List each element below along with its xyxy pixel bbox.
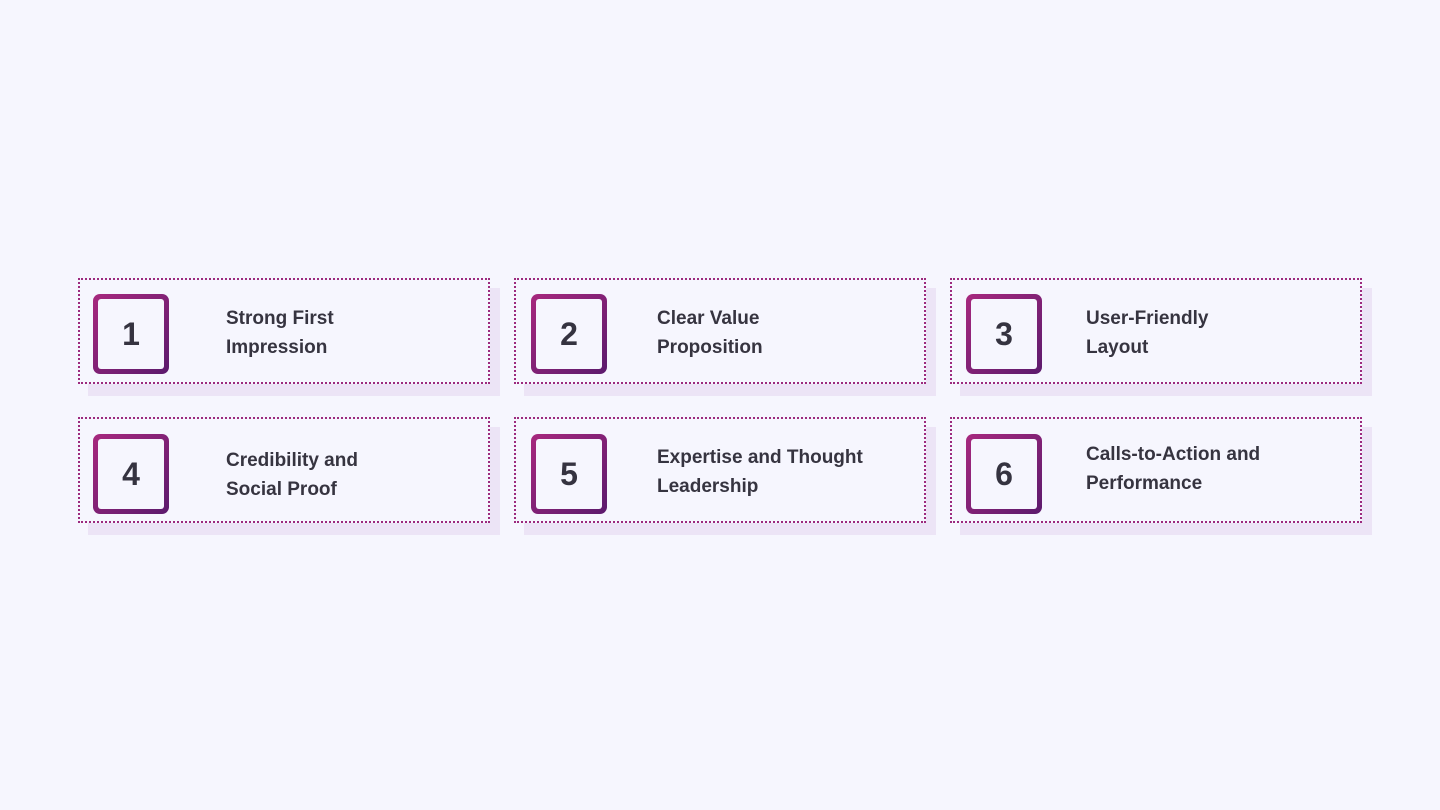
number-badge: 3 [966,294,1042,374]
step-label: Calls-to-Action and Performance [1086,444,1261,494]
step-number: 1 [98,299,164,369]
card-frame: 2 Clear Value Proposition [514,278,926,384]
step-number: 5 [536,439,602,509]
number-badge: 5 [531,434,607,514]
card-frame: 1 Strong First Impression [78,278,490,384]
number-badge: 1 [93,294,169,374]
step-card-2: 2 Clear Value Proposition [514,278,936,396]
step-number: 4 [98,439,164,509]
step-number: 6 [971,439,1037,509]
step-label: Expertise and Thought Leadership [657,447,863,497]
number-badge: 6 [966,434,1042,514]
step-number: 2 [536,299,602,369]
number-badge: 4 [93,434,169,514]
number-badge: 2 [531,294,607,374]
step-card-4: 4 Credibility and Social Proof [78,417,500,535]
card-frame: 6 Calls-to-Action and Performance [950,417,1362,523]
step-card-1: 1 Strong First Impression [78,278,500,396]
card-frame: 3 User-Friendly Layout [950,278,1362,384]
step-card-3: 3 User-Friendly Layout [950,278,1372,396]
step-card-6: 6 Calls-to-Action and Performance [950,417,1372,535]
step-label: Strong First Impression [226,308,334,358]
card-frame: 4 Credibility and Social Proof [78,417,490,523]
step-label: Credibility and Social Proof [226,450,358,500]
step-number: 3 [971,299,1037,369]
step-label: Clear Value Proposition [657,308,763,358]
card-frame: 5 Expertise and Thought Leadership [514,417,926,523]
step-label: User-Friendly Layout [1086,308,1209,358]
step-card-5: 5 Expertise and Thought Leadership [514,417,936,535]
